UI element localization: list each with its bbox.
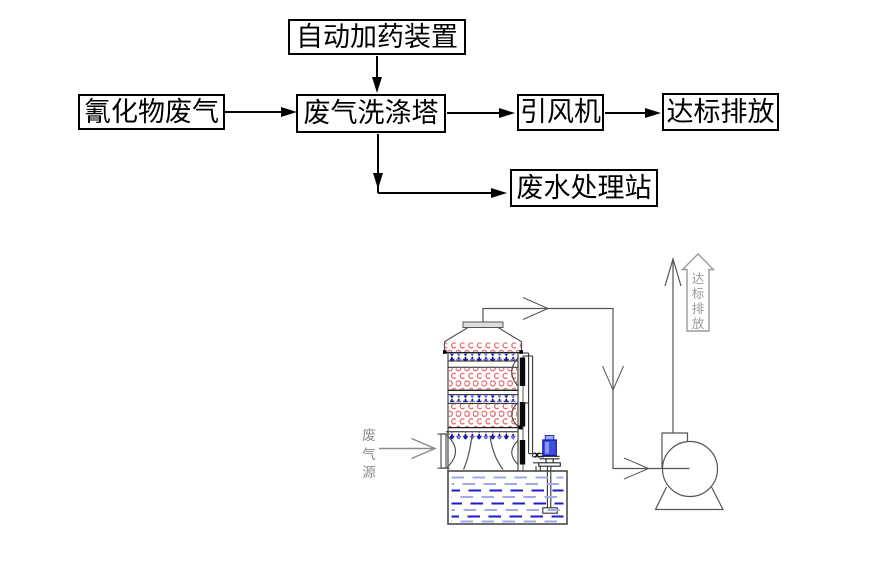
spray-header-1 xyxy=(450,353,516,361)
support-lug-right xyxy=(519,350,523,354)
packing-bed-1 xyxy=(449,367,517,390)
water-tank xyxy=(447,470,568,525)
duct-piping xyxy=(482,297,690,480)
spray-header-3 xyxy=(450,432,516,440)
tower-top-flange xyxy=(462,321,504,328)
water-level-dashes xyxy=(451,476,564,523)
discharge-standard-label: 达标排放 xyxy=(691,272,705,331)
discharge-block-arrow xyxy=(680,253,716,332)
fan-outlet-box xyxy=(661,432,689,469)
arrow-scrubber-to-fan xyxy=(447,108,515,118)
arrow-scrubber-to-wastewater xyxy=(373,134,507,198)
fan-base xyxy=(654,486,724,511)
flowchart-box-discharge: 达标排放 xyxy=(662,93,779,131)
flowchart-box-fan: 引风机 xyxy=(517,94,604,131)
pump-shaft xyxy=(533,462,552,508)
gas-inlet xyxy=(437,433,504,470)
spray-nozzle-connections xyxy=(511,357,519,465)
arrow-dosing-to-scrubber xyxy=(372,56,382,93)
inlet-bell-arc xyxy=(446,435,457,468)
circulation-pipe xyxy=(523,352,544,458)
arrow-fan-to-discharge xyxy=(605,108,661,118)
demister-bed xyxy=(445,342,521,352)
gas-source-arrow xyxy=(379,437,437,460)
flowchart-box-dosing: 自动加药装置 xyxy=(288,19,466,55)
pump-base-plate xyxy=(538,462,561,467)
support-lug-left xyxy=(443,350,447,354)
support-lug-right-2 xyxy=(518,425,523,430)
flow-chevron-fan-icon xyxy=(623,457,650,480)
flow-chevron-down-icon xyxy=(602,365,624,392)
nozzle-flange-2 xyxy=(519,402,526,427)
flow-chevron-right-icon xyxy=(522,297,550,320)
gas-source-chevron-icon xyxy=(411,437,437,460)
pump-motor xyxy=(542,439,557,457)
pump-motor-cap xyxy=(544,435,555,441)
spray-header-2 xyxy=(450,395,516,403)
packing-bed-2 xyxy=(449,404,517,427)
gas-source-label: 废气源 xyxy=(362,428,376,480)
nozzle-flange-3 xyxy=(519,440,526,465)
nozzle-flange-1 xyxy=(519,357,526,386)
exhaust-stack xyxy=(664,256,682,433)
pump-motor-highlight xyxy=(545,442,549,454)
circulation-pump xyxy=(533,435,561,514)
flowchart-box-source: 氰化物废气 xyxy=(78,94,225,130)
flowchart-box-scrubber: 废气洗涤塔 xyxy=(296,94,446,133)
flowchart-box-wastewater: 废水处理站 xyxy=(510,169,658,207)
scrubber-tower xyxy=(437,321,526,471)
stack-arrowhead-icon xyxy=(664,256,682,287)
centrifugal-fan xyxy=(654,432,724,511)
arrow-source-to-scrubber xyxy=(224,107,297,117)
